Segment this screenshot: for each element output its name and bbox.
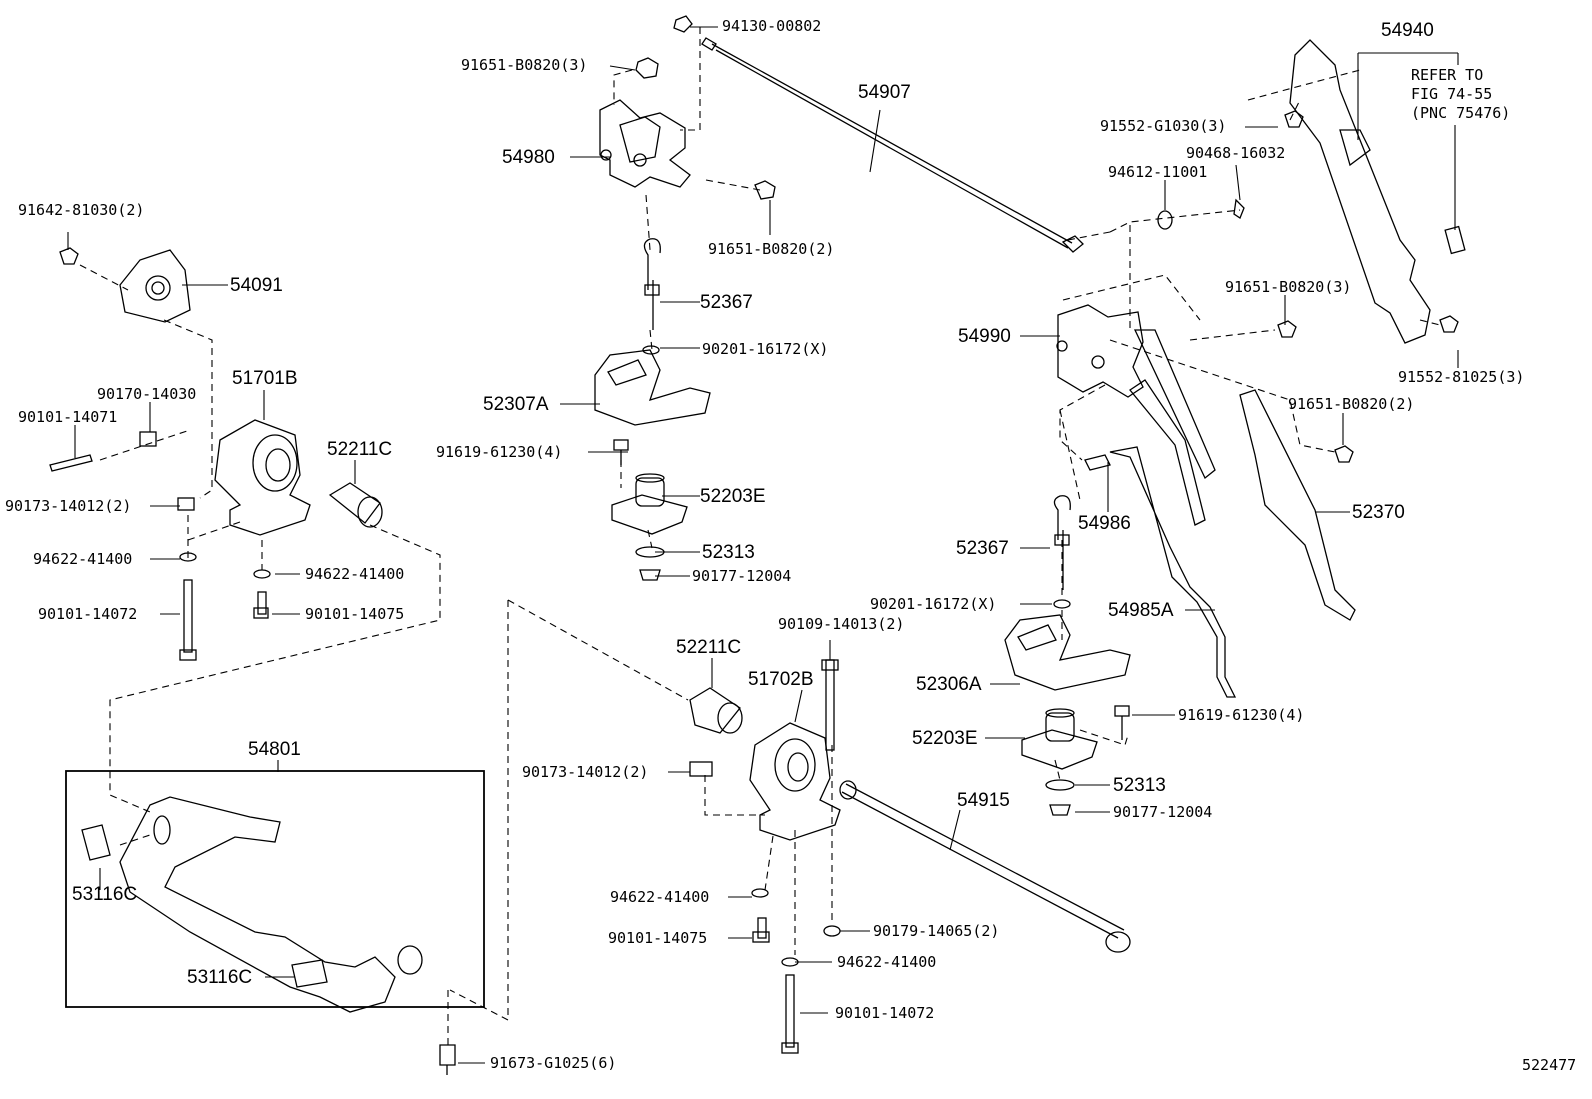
part-label[interactable]: 90101-14075: [305, 605, 405, 623]
part-label[interactable]: 90179-14065(2): [873, 922, 1000, 940]
bracket-54980: [599, 57, 776, 200]
part-label[interactable]: 54980: [502, 147, 555, 168]
part-label[interactable]: 53116C: [72, 884, 138, 905]
dashed-assembly-lines: [79, 27, 1441, 1045]
part-label[interactable]: 52367: [700, 292, 753, 313]
part-label[interactable]: 94612-11001: [1108, 163, 1208, 181]
part-label[interactable]: 52313: [702, 542, 755, 563]
part-label[interactable]: 91673-G1025(6): [490, 1054, 617, 1072]
rod-54915: [839, 780, 1131, 953]
part-label[interactable]: 90173-14012(2): [522, 763, 649, 781]
part-label[interactable]: 91651-B0820(2): [1288, 395, 1415, 413]
part-label[interactable]: 90101-14075: [608, 929, 708, 947]
part-label[interactable]: 54907: [858, 82, 911, 103]
part-label[interactable]: 91552-G1030(3): [1100, 117, 1227, 135]
part-label[interactable]: 94622-41400: [837, 953, 937, 971]
part-label[interactable]: 52370: [1352, 502, 1405, 523]
part-label[interactable]: 54940: [1381, 20, 1434, 41]
bracket-54990: [1056, 304, 1144, 398]
part-label[interactable]: 51702B: [748, 669, 814, 690]
part-label[interactable]: 90201-16172(X): [702, 340, 829, 358]
part-label[interactable]: 90101-14072: [835, 1004, 935, 1022]
part-label[interactable]: 94130-00802: [722, 17, 822, 35]
mount-51702B: [689, 659, 841, 1054]
part-label[interactable]: 90101-14071: [18, 408, 118, 426]
part-label[interactable]: 52203E: [912, 728, 978, 749]
part-label[interactable]: 53116C: [187, 967, 253, 988]
part-label[interactable]: 52307A: [483, 394, 549, 415]
part-label[interactable]: 91651-B0820(2): [708, 240, 835, 258]
part-label[interactable]: 90173-14012(2): [5, 497, 132, 515]
part-label[interactable]: 54801: [248, 739, 301, 760]
bushing-52211C-left: [328, 482, 383, 528]
frame-box-54801: [65, 770, 485, 1008]
hook-bolt-52367-left: [642, 238, 661, 355]
bushing-52211C-centre: [689, 687, 743, 734]
part-label[interactable]: 54985A: [1108, 600, 1174, 621]
part-label[interactable]: 54915: [957, 790, 1010, 811]
hook-bolt-52367-right: [1053, 495, 1071, 609]
part-label[interactable]: 51701B: [232, 368, 298, 389]
links-52370-54985A: [1084, 329, 1356, 698]
part-label[interactable]: 90101-14072: [38, 605, 138, 623]
part-label[interactable]: 91651-B0820(3): [461, 56, 588, 74]
plate-54091: [59, 247, 191, 323]
part-label[interactable]: 90170-14030: [97, 385, 197, 403]
part-label[interactable]: 91642-81030(2): [18, 201, 145, 219]
mount-51701B: [49, 419, 311, 661]
figure-number: 522477: [1522, 1056, 1577, 1074]
reference-note: REFER TO FIG 74-55 (PNC 75476): [1411, 66, 1511, 122]
mount-52203E-right: [1021, 708, 1098, 816]
part-label[interactable]: 54986: [1078, 513, 1131, 534]
part-label[interactable]: 52203E: [700, 486, 766, 507]
part-label[interactable]: 94622-41400: [33, 550, 133, 568]
lever-54940: [1284, 39, 1466, 344]
rod-54907: [673, 15, 1084, 253]
part-label[interactable]: 52211C: [676, 637, 742, 658]
part-label[interactable]: 52313: [1113, 775, 1166, 796]
part-label[interactable]: 91552-81025(3): [1398, 368, 1525, 386]
part-label[interactable]: 94622-41400: [305, 565, 405, 583]
part-label[interactable]: 54990: [958, 326, 1011, 347]
part-label[interactable]: 52211C: [327, 439, 393, 460]
leader-lines: [67, 26, 1459, 1064]
part-label[interactable]: 91619-61230(4): [436, 443, 563, 461]
part-label[interactable]: 91651-B0820(3): [1225, 278, 1352, 296]
part-label[interactable]: 52367: [956, 538, 1009, 559]
part-label[interactable]: 94622-41400: [610, 888, 710, 906]
mount-52203E-left: [611, 473, 688, 581]
part-label[interactable]: 91619-61230(4): [1178, 706, 1305, 724]
part-label[interactable]: 90177-12004: [692, 567, 792, 585]
part-label[interactable]: 54091: [230, 275, 283, 296]
part-label[interactable]: 90109-14013(2): [778, 615, 905, 633]
bracket-52306A: [1004, 614, 1131, 740]
part-label[interactable]: 52306A: [916, 674, 982, 695]
part-label[interactable]: 90201-16172(X): [870, 595, 997, 613]
part-label[interactable]: 90177-12004: [1113, 803, 1213, 821]
bracket-52307A: [594, 349, 711, 465]
part-label[interactable]: 90468-16032: [1186, 144, 1286, 162]
crossmember-54801: [81, 796, 456, 1075]
fasteners-right-top: [1157, 198, 1354, 463]
